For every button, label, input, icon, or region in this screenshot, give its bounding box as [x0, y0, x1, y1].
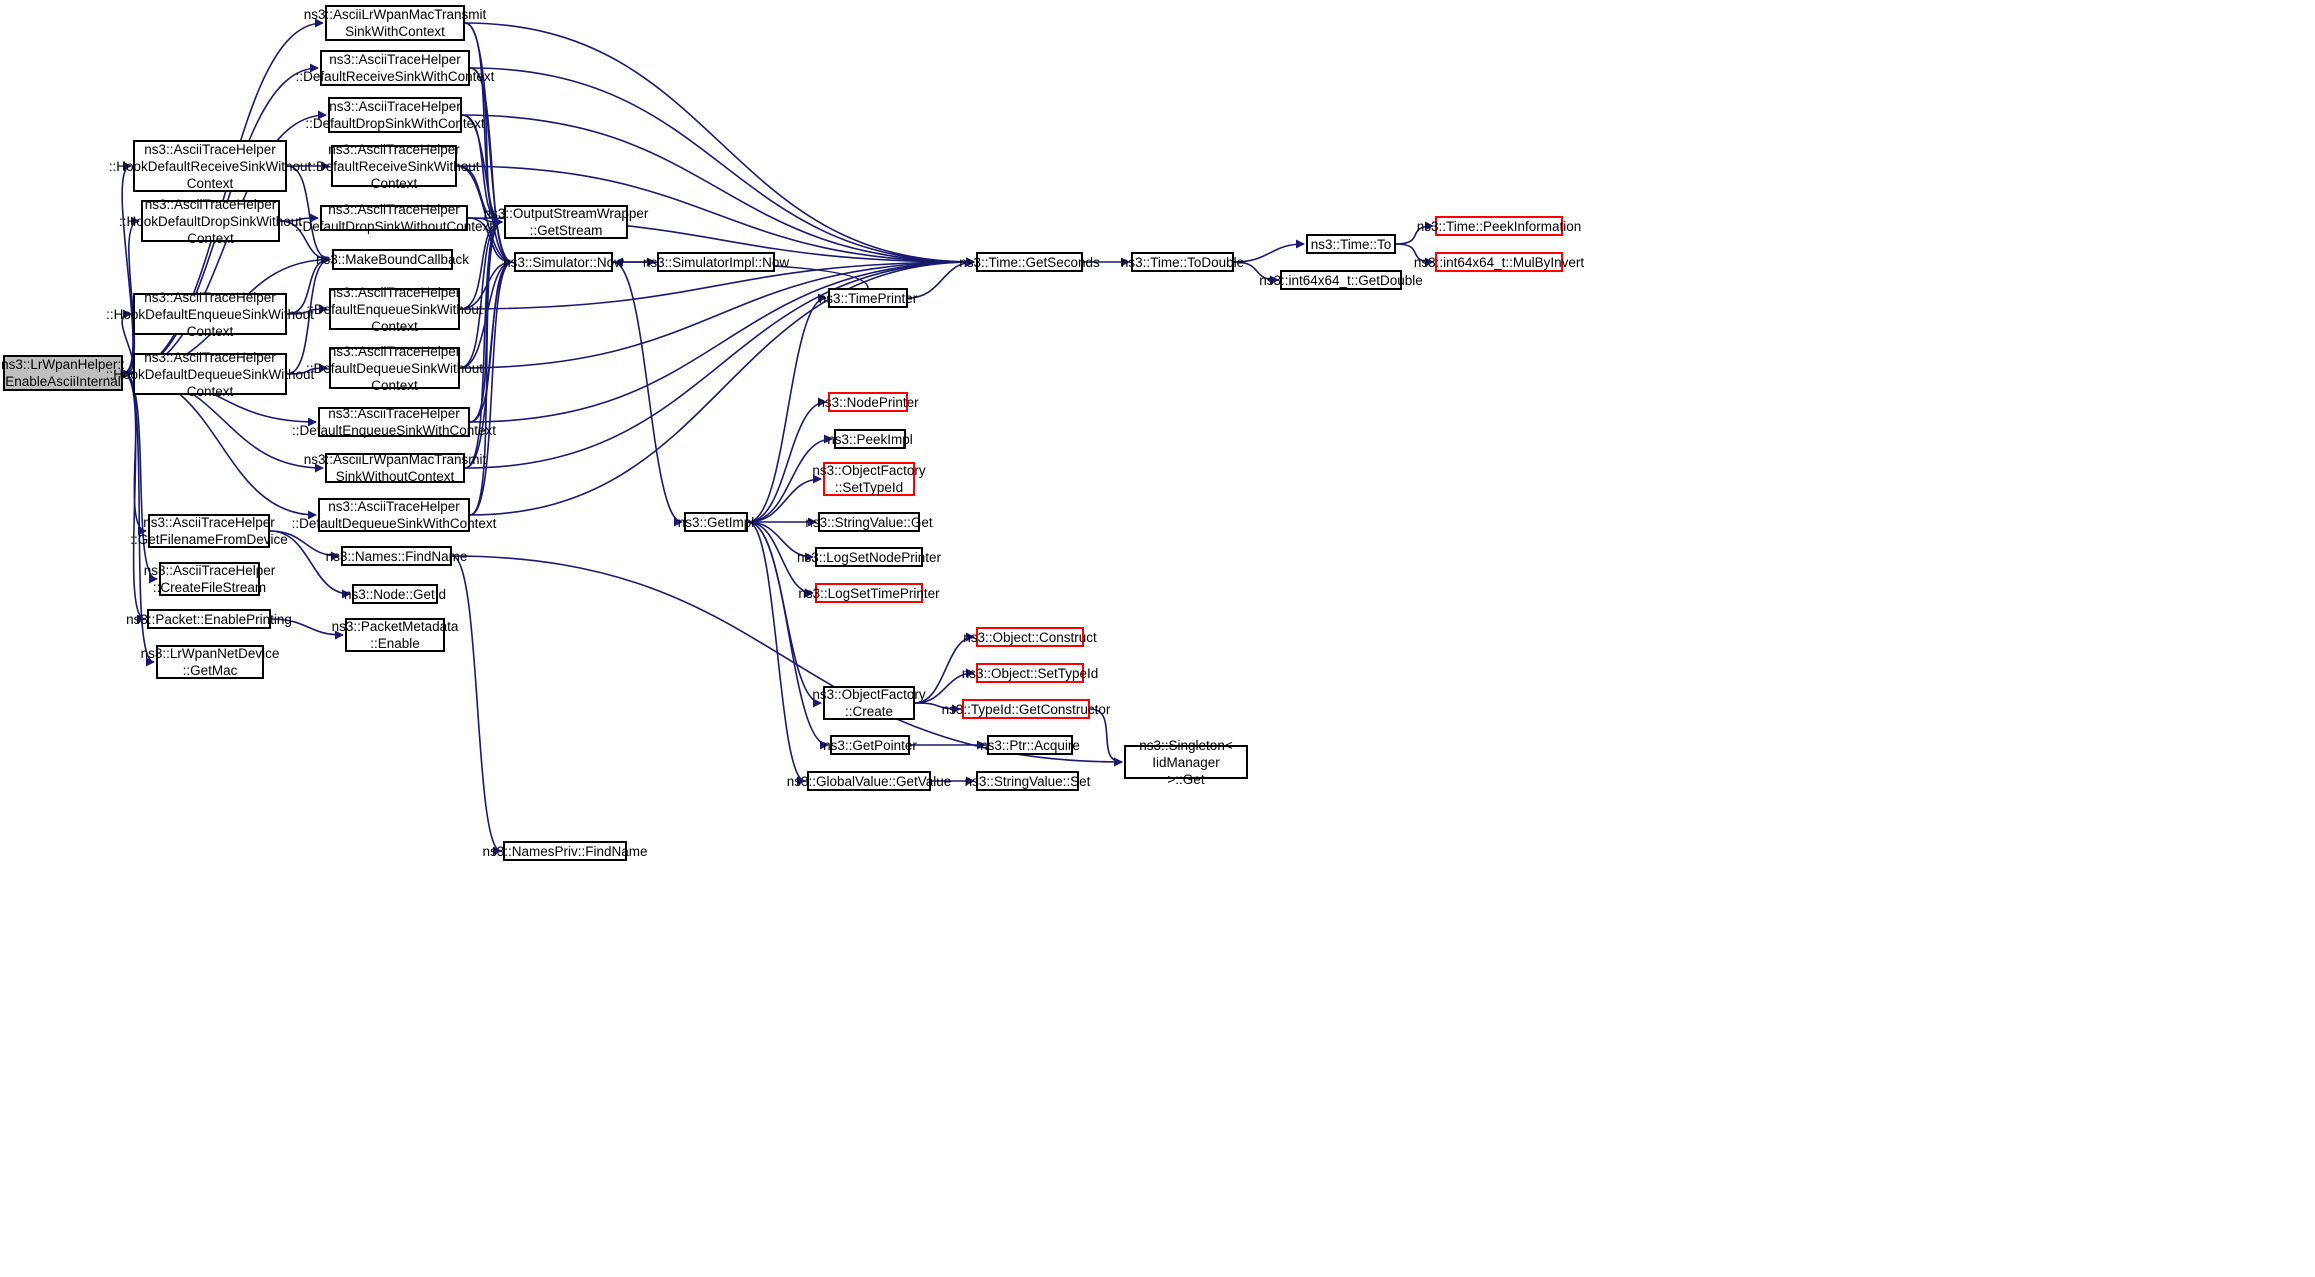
- edge-ddqswc-to-osw: [469, 217, 503, 516]
- node-getimpl[interactable]: ns3::GetImpl: [678, 512, 754, 532]
- node-simimplnow[interactable]: ns3::SimulatorImpl::Now: [643, 252, 789, 272]
- edge-drswc-to-getsec: [469, 67, 975, 267]
- edge-gffd-to-nodegetid: [269, 530, 351, 599]
- edge-timeprinter-to-getsec: [907, 257, 975, 299]
- node-hdeswoc[interactable]: ns3::AsciiTraceHelper ::HookDefaultEnque…: [106, 289, 314, 339]
- edge-getimpl-to-nodeprinter: [747, 397, 827, 523]
- node-namesprivfind[interactable]: ns3::NamesPriv::FindName: [482, 841, 648, 861]
- edge-getimpl-to-logsetnp: [747, 521, 814, 562]
- node-ofsettypeid[interactable]: ns3::ObjectFactory ::SetTypeId: [812, 462, 926, 496]
- node-gffd[interactable]: ns3::AsciiTraceHelper ::GetFilenameFromD…: [130, 514, 288, 548]
- edge-drswoc-to-simnow: [456, 165, 513, 267]
- node-tidgetctor[interactable]: ns3::TypeId::GetConstructor: [942, 699, 1110, 719]
- edge-altxwoc-to-getsec: [464, 257, 975, 469]
- node-gvgetvalue[interactable]: ns3::GlobalValue::GetValue: [787, 771, 951, 791]
- edge-ddqswc-to-simnow: [469, 257, 513, 516]
- node-pmenable[interactable]: ns3::PacketMetadata ::Enable: [331, 618, 459, 652]
- edge-ofcreate-to-tidgetctor: [914, 702, 961, 714]
- node-root[interactable]: ns3::LrWpanHelper:: EnableAsciiInternal: [1, 355, 125, 391]
- node-hddswoc[interactable]: ns3::AsciiTraceHelper ::HookDefaultDropS…: [118, 196, 303, 246]
- node-svset[interactable]: ns3::StringValue::Set: [965, 771, 1090, 791]
- edge-hddqswoc-to-ddqswoc: [286, 363, 328, 375]
- edge-ddqswc-to-getsec: [469, 257, 975, 516]
- node-drswc[interactable]: ns3::AsciiTraceHelper ::DefaultReceiveSi…: [295, 50, 495, 86]
- node-ptracquire[interactable]: ns3::Ptr::Acquire: [980, 735, 1080, 755]
- edge-altxwoc-to-simnow: [464, 257, 513, 469]
- node-hddqswoc[interactable]: ns3::AsciiTraceHelper ::HookDefaultDeque…: [105, 349, 315, 399]
- edge-getimpl-to-gvgetvalue: [747, 521, 806, 786]
- edge-tidgetctor-to-singleton: [1089, 708, 1123, 767]
- edge-ddqswoc-to-getsec: [459, 257, 975, 369]
- node-drswoc[interactable]: ns3::AsciiTraceHelper ::DefaultReceiveSi…: [308, 141, 480, 191]
- edge-getimpl-to-logsettp: [747, 521, 814, 598]
- edge-ddswc-to-getsec: [461, 114, 975, 267]
- edge-ofcreate-to-objconstruct: [914, 632, 975, 704]
- node-ofcreate[interactable]: ns3::ObjectFactory ::Create: [812, 686, 926, 720]
- edge-ddqswoc-to-osw: [459, 217, 503, 369]
- edge-drswc-to-simnow: [469, 67, 513, 267]
- node-nodegetid[interactable]: ns3::Node::GetId: [344, 584, 446, 604]
- edge-deswc-to-getsec: [469, 257, 975, 423]
- node-lrgetmac[interactable]: ns3::LrWpanNetDevice ::GetMac: [140, 645, 280, 679]
- edge-todouble-to-timeto: [1233, 239, 1305, 263]
- node-timeprinter[interactable]: ns3::TimePrinter: [819, 288, 917, 308]
- edge-drswoc-to-getsec: [456, 165, 975, 267]
- node-objconstruct[interactable]: ns3::Object::Construct: [963, 627, 1097, 647]
- edge-simnow-to-getimpl: [612, 261, 683, 527]
- node-ddqswc[interactable]: ns3::AsciiTraceHelper ::DefaultDequeueSi…: [291, 498, 497, 532]
- edge-root-to-hdrswoc: [121, 161, 134, 374]
- node-ddswoc[interactable]: ns3::AsciiTraceHelper ::DefaultDropSinkW…: [294, 202, 494, 234]
- node-singleton[interactable]: ns3::Singleton< IidManager >::Get: [1124, 738, 1248, 787]
- node-getpointer[interactable]: ns3::GetPointer: [823, 735, 917, 755]
- node-getdouble[interactable]: ns3::int64x64_t::GetDouble: [1259, 270, 1423, 290]
- node-getsec[interactable]: ns3::Time::GetSeconds: [959, 252, 1100, 272]
- edge-ddswc-to-simnow: [461, 114, 513, 267]
- node-nodeprinter[interactable]: ns3::NodePrinter: [817, 392, 919, 412]
- node-logsettp[interactable]: ns3::LogSetTimePrinter: [798, 583, 940, 603]
- edge-altx-to-getsec: [464, 22, 975, 267]
- edge-root-to-lrgetmac: [122, 372, 155, 667]
- edge-hddswoc-to-ddswoc: [279, 213, 319, 223]
- edge-hddqswoc-to-mbc: [286, 255, 331, 375]
- node-svget[interactable]: ns3::StringValue::Get: [805, 512, 933, 532]
- edge-getimpl-to-timeprinter: [747, 293, 827, 523]
- node-ddswc[interactable]: ns3::AsciiTraceHelper ::DefaultDropSinkW…: [305, 97, 485, 133]
- node-peekimpl[interactable]: ns3::PeekImpl: [827, 429, 913, 449]
- edge-timeto-to-mulbyinv: [1395, 243, 1434, 267]
- edge-hdeswoc-to-deswoc: [286, 304, 328, 315]
- node-simnow[interactable]: ns3::Simulator::Now: [503, 252, 624, 272]
- node-pktenprint[interactable]: ns3::Packet::EnablePrinting: [126, 609, 292, 629]
- edge-getimpl-to-ofsettypeid: [747, 474, 822, 523]
- edge-getimpl-to-peekimpl: [747, 434, 833, 523]
- node-logsetnp[interactable]: ns3::LogSetNodePrinter: [797, 547, 941, 567]
- edge-root-to-hddswoc: [122, 216, 140, 374]
- node-objsettypeid[interactable]: ns3::Object::SetTypeId: [962, 663, 1098, 683]
- edge-ofcreate-to-objsettypeid: [914, 668, 975, 704]
- node-deswoc[interactable]: ns3::AsciiTraceHelper ::DefaultEnqueueSi…: [306, 284, 483, 334]
- edge-getimpl-to-getpointer: [747, 521, 829, 750]
- node-todouble[interactable]: ns3::Time::ToDouble: [1121, 252, 1244, 272]
- node-hdrswoc[interactable]: ns3::AsciiTraceHelper ::HookDefaultRecei…: [108, 140, 312, 192]
- node-mbc[interactable]: ns3::MakeBoundCallback: [316, 249, 469, 270]
- edge-namesfind-to-namesprivfind: [451, 555, 502, 856]
- node-peekinfo[interactable]: ns3::Time::PeekInformation: [1417, 216, 1581, 236]
- node-cfs[interactable]: ns3::AsciiTraceHelper ::CreateFileStream: [143, 562, 276, 596]
- node-osw[interactable]: ns3::OutputStreamWrapper ::GetStream: [483, 205, 649, 239]
- node-altx[interactable]: ns3::AsciiLrWpanMacTransmit SinkWithCont…: [303, 5, 487, 41]
- edge-pktenprint-to-pmenable: [270, 618, 344, 640]
- node-namesfind[interactable]: ns3::Names::FindName: [326, 546, 467, 566]
- node-deswc[interactable]: ns3::AsciiTraceHelper ::DefaultEnqueueSi…: [291, 406, 497, 438]
- edge-todouble-to-getdouble: [1233, 261, 1279, 285]
- node-mulbyinv[interactable]: ns3::int64x64_t::MulByInvert: [1414, 252, 1584, 272]
- node-altxwoc[interactable]: ns3::AsciiLrWpanMacTransmit SinkWithoutC…: [303, 452, 487, 484]
- edge-root-to-cfs: [122, 372, 158, 584]
- node-ddqswoc[interactable]: ns3::AsciiTraceHelper ::DefaultDequeueSi…: [305, 343, 484, 393]
- edge-timeto-to-peekinfo: [1395, 221, 1434, 245]
- node-timeto[interactable]: ns3::Time::To: [1306, 234, 1396, 254]
- edge-deswoc-to-getsec: [459, 257, 975, 310]
